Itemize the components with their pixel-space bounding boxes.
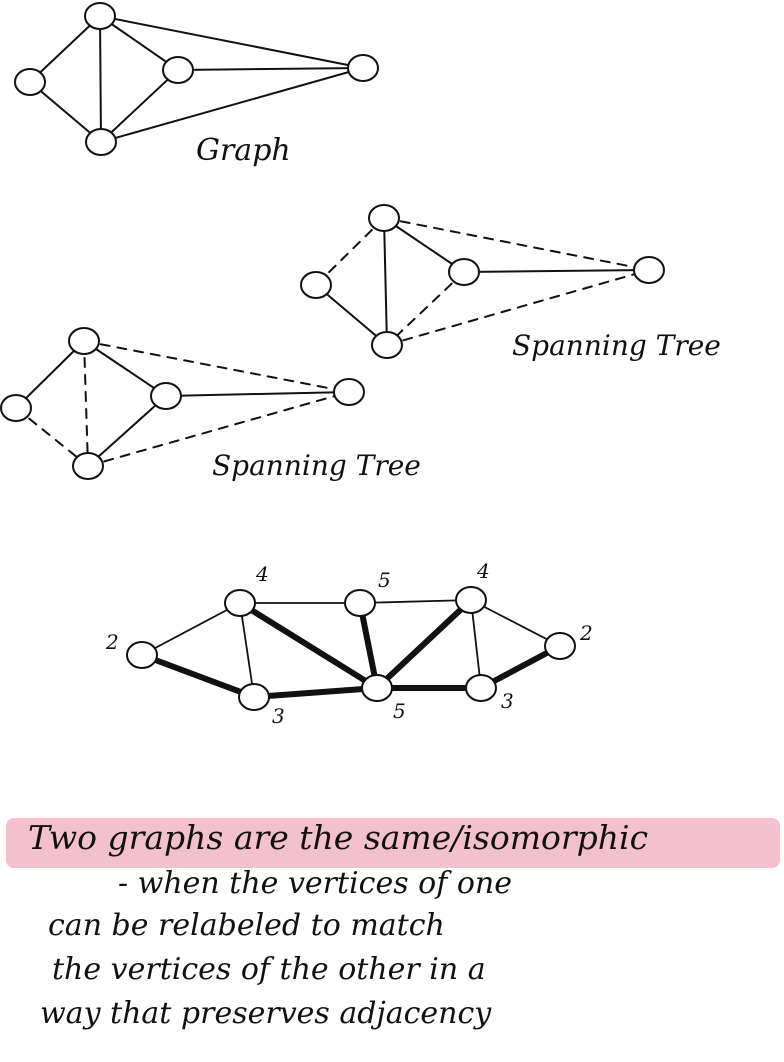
note-line-4: the vertices of the other in a (52, 952, 486, 987)
spanning-tree-2-vertex-a (69, 328, 99, 354)
spanning-tree-2-edge-a-d-dashed (84, 341, 88, 466)
spanning-tree-2-vertex-b (1, 395, 31, 421)
graph-edge-c-e (178, 68, 363, 70)
degree-graph-vertex-v5 (362, 675, 392, 701)
degree-graph-vertex-v8 (545, 633, 575, 659)
degree-graph-vertex-v7 (466, 675, 496, 701)
degree-label-v4: 5 (378, 568, 391, 592)
degree-graph-vertex-v1 (127, 642, 157, 668)
spanning-tree-2-label: Spanning Tree (212, 449, 421, 482)
spanning-tree-1-vertex-e (634, 257, 664, 283)
graph-label: Graph (196, 133, 291, 168)
spanning-tree-1-edge-a-d (384, 218, 387, 345)
spanning-tree-1-label: Spanning Tree (512, 329, 721, 362)
degree-graph-vertex-v6 (456, 587, 486, 613)
graph-vertex-c (163, 57, 193, 83)
spanning-tree-1-vertex-c (449, 259, 479, 285)
degree-label-v6: 4 (476, 559, 490, 583)
graph-vertex-d (86, 129, 116, 155)
graph-vertex-e (348, 55, 378, 81)
spanning-tree-2-vertex-d (73, 453, 103, 479)
degree-label-v3: 3 (272, 704, 285, 728)
degree-label-v7: 3 (501, 689, 514, 713)
note-line-2: - when the vertices of one (118, 866, 512, 901)
spanning-tree-2-vertex-e (334, 379, 364, 405)
degree-graph-figure: 2 4 3 5 5 4 3 2 (105, 559, 593, 728)
note-line-5: way that preserves adjacency (40, 996, 491, 1031)
degree-graph-edge-v3-v5-bold (254, 688, 377, 697)
graph-vertex-a (85, 3, 115, 29)
degree-label-v1: 2 (105, 630, 119, 654)
degree-label-v2: 4 (255, 562, 269, 586)
degree-label-v8: 2 (579, 621, 593, 645)
spanning-tree-2-edge-c-e (166, 392, 349, 396)
note-line-1: Two graphs are the same/isomorphic (28, 818, 648, 857)
degree-graph-vertex-v3 (239, 684, 269, 710)
graph-edge-a-e (100, 16, 363, 68)
graph-vertex-b (15, 69, 45, 95)
degree-graph-edge-v5-v6-bold (377, 600, 471, 688)
spanning-tree-1-vertex-b (301, 272, 331, 298)
degree-graph-edge-v4-v6 (360, 600, 471, 603)
degree-graph-vertex-v4 (345, 590, 375, 616)
degree-label-v5: 5 (393, 699, 406, 723)
spanning-tree-2-vertex-c (151, 383, 181, 409)
spanning-tree-1-edge-c-e (464, 270, 649, 272)
degree-graph-vertex-v2 (225, 590, 255, 616)
degree-graph-edge-v1-v2 (142, 603, 240, 655)
degree-graph-edge-v2-v3 (240, 603, 254, 697)
spanning-tree-1-vertex-a (369, 205, 399, 231)
degree-graph-edge-v1-v3-bold (142, 655, 254, 697)
graph-edge-a-d (100, 16, 101, 142)
note-line-3: can be relabeled to match (48, 908, 445, 943)
spanning-tree-1-vertex-d (372, 332, 402, 358)
